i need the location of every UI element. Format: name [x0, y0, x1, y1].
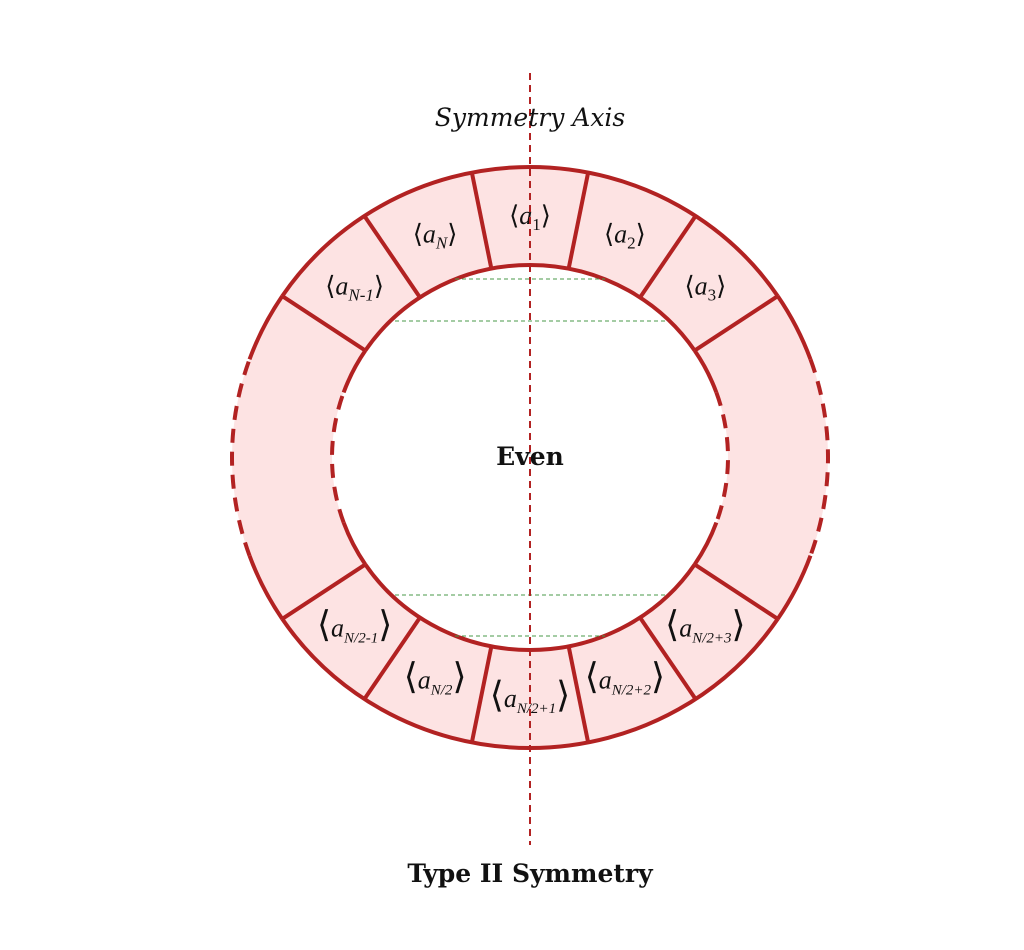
right-angle-bracket: ⟩: [541, 201, 551, 230]
right-angle-bracket: ⟩: [447, 219, 457, 248]
inner-arc: [341, 521, 368, 566]
center-label: Even: [496, 442, 564, 471]
segment-label: ⟨a3⟩: [684, 272, 726, 305]
segment-label: ⟨aN/2+3⟩: [665, 604, 745, 646]
segment-label: ⟨aN/2-1⟩: [317, 604, 392, 646]
left-angle-bracket: ⟨: [490, 675, 504, 715]
right-angle-bracket: ⟩: [556, 675, 570, 715]
segment-label: ⟨aN/2+1⟩: [490, 675, 570, 717]
segment-divider: [469, 645, 494, 743]
segment-subscript: 2: [627, 233, 636, 252]
segment-subscript: N/2+1: [516, 701, 556, 717]
segment-subscript: N/2-1: [343, 630, 378, 646]
inner-arc: [341, 349, 368, 394]
segment-divider: [469, 172, 494, 270]
outer-arc: [776, 294, 813, 361]
segment-divider: [281, 562, 367, 621]
segment-divider: [362, 214, 422, 299]
segment-label: ⟨aN/2+2⟩: [585, 657, 665, 699]
segment-divider: [281, 294, 367, 353]
segment-subscript: 1: [532, 215, 541, 234]
segment-divider: [362, 616, 422, 701]
segment-label: ⟨aN-1⟩: [325, 272, 384, 305]
left-angle-bracket: ⟨: [684, 272, 694, 301]
segment-divider: [566, 645, 591, 743]
symmetry-axis-label: Symmetry Axis: [435, 103, 626, 132]
segment-subscript: 3: [708, 286, 717, 305]
right-angle-bracket: ⟩: [716, 272, 726, 301]
outer-arc-dashed: [230, 358, 252, 557]
segment-subscript: N: [435, 233, 449, 252]
segment-base: a: [599, 666, 612, 695]
left-angle-bracket: ⟨: [509, 201, 519, 230]
right-angle-bracket: ⟩: [452, 657, 466, 697]
outer-arc: [776, 554, 813, 621]
segment-base: a: [614, 219, 627, 248]
segment-divider: [693, 562, 779, 621]
ring: [230, 165, 830, 750]
segment-label: ⟨a2⟩: [604, 219, 646, 252]
right-angle-bracket: ⟩: [374, 272, 384, 301]
segment-base: a: [504, 684, 517, 713]
outer-arc-dashed: [808, 358, 830, 557]
inner-arc-dashed: [330, 391, 346, 524]
outer-arc: [247, 294, 284, 361]
segment-subscript: N/2+3: [691, 630, 731, 646]
segment-divider: [638, 616, 698, 701]
right-angle-bracket: ⟩: [732, 604, 746, 644]
segment-label: ⟨aN⟩: [413, 219, 458, 252]
left-angle-bracket: ⟨: [604, 219, 614, 248]
inner-arc: [692, 521, 719, 566]
left-angle-bracket: ⟨: [317, 604, 331, 644]
segment-base: a: [331, 613, 344, 642]
ring-fill: [232, 167, 828, 749]
left-angle-bracket: ⟨: [665, 604, 679, 644]
left-angle-bracket: ⟨: [404, 657, 418, 697]
inner-arc-dashed: [714, 391, 730, 524]
diagram-title: Type II Symmetry: [407, 859, 654, 888]
left-angle-bracket: ⟨: [413, 219, 423, 248]
right-angle-bracket: ⟩: [636, 219, 646, 248]
left-angle-bracket: ⟨: [585, 657, 599, 697]
left-angle-bracket: ⟨: [325, 272, 335, 301]
right-angle-bracket: ⟩: [378, 604, 392, 644]
inner-arc: [692, 349, 719, 394]
segment-labels: ⟨aN-1⟩⟨aN⟩⟨a1⟩⟨a2⟩⟨a3⟩⟨aN/2+3⟩⟨aN/2+2⟩⟨a…: [317, 201, 746, 717]
segment-divider: [693, 294, 779, 353]
segment-base: a: [695, 272, 708, 301]
segment-label: ⟨aN/2⟩: [404, 657, 467, 699]
segment-base: a: [335, 272, 348, 301]
outer-arc: [280, 165, 780, 298]
segment-subscript: N-1: [347, 286, 374, 305]
segment-divider: [638, 214, 698, 299]
segment-divider: [566, 172, 591, 270]
right-angle-bracket: ⟩: [651, 657, 665, 697]
segment-base: a: [679, 613, 692, 642]
segment-base: a: [423, 219, 436, 248]
outer-arc: [247, 554, 284, 621]
segment-base: a: [418, 666, 431, 695]
segment-subscript: N/2: [430, 683, 453, 699]
segment-subscript: N/2+2: [611, 683, 652, 699]
